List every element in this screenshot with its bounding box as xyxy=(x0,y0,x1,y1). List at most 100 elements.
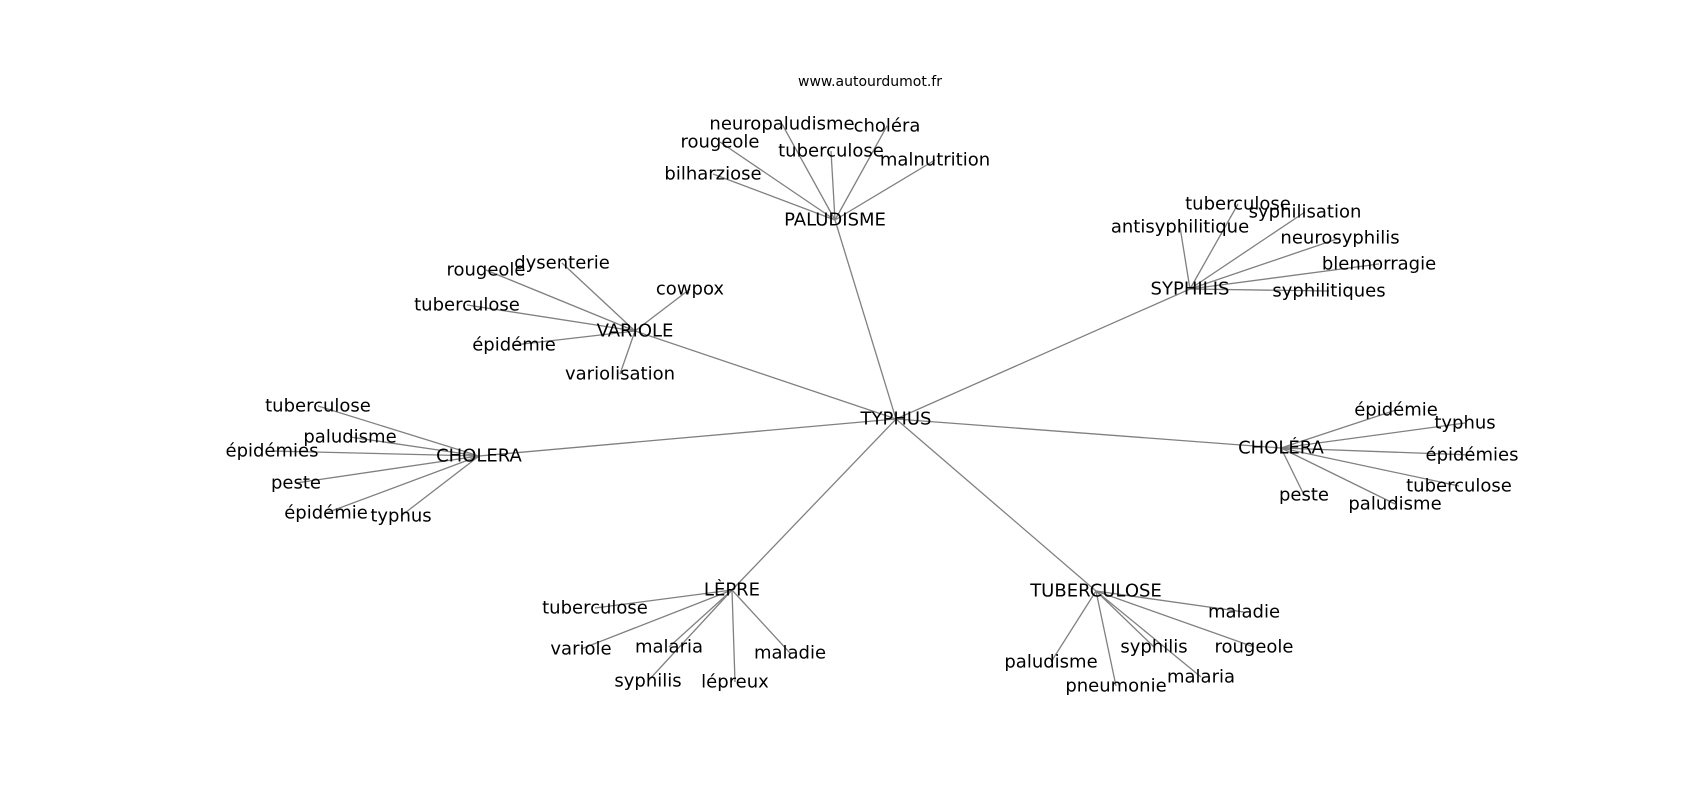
leaf-node-label: bilharziose xyxy=(664,164,761,185)
edge-hub-to-leaf xyxy=(619,330,636,375)
leaf-node-label: tuberculose xyxy=(1185,194,1291,215)
edge-hub-to-leaf xyxy=(325,455,480,514)
edge-hub-to-leaf xyxy=(1095,590,1255,648)
leaf-node-label: syphilisation xyxy=(1249,202,1362,223)
leaf-node-label: choléra xyxy=(854,116,921,137)
leaf-node-label: peste xyxy=(271,473,321,494)
edge-hub-to-leaf xyxy=(634,288,691,332)
edge-center-to-hub xyxy=(895,418,1097,592)
leaf-node-label: syphilis xyxy=(1120,637,1187,658)
hub-node-label: CHOLERA xyxy=(436,446,522,467)
watermark: www.autourdumot.fr xyxy=(798,74,942,90)
graph-edges xyxy=(271,123,1473,687)
edge-hub-to-leaf xyxy=(1189,263,1380,290)
edge-center-to-hub xyxy=(895,288,1191,420)
edge-hub-to-leaf xyxy=(513,330,636,346)
leaf-node-label: neuropaludisme xyxy=(709,114,854,135)
edge-hub-to-leaf xyxy=(1189,288,1330,292)
leaf-node-label: typhus xyxy=(1434,413,1495,434)
edge-hub-to-leaf xyxy=(1179,226,1191,290)
edge-hub-to-leaf xyxy=(1095,590,1155,648)
edge-hub-to-leaf xyxy=(647,589,733,682)
edge-hub-to-leaf xyxy=(1280,422,1466,449)
edge-hub-to-leaf xyxy=(834,125,888,221)
leaf-node-label: rougeole xyxy=(680,132,759,153)
edge-hub-to-leaf xyxy=(317,405,480,457)
edge-hub-to-leaf xyxy=(731,589,791,654)
leaf-node-label: épidémies xyxy=(1426,445,1519,466)
edge-center-to-hub xyxy=(634,330,897,420)
edge-hub-to-leaf xyxy=(1095,590,1245,613)
leaf-node-label: maladie xyxy=(754,643,826,664)
edge-hub-to-leaf xyxy=(1189,211,1306,290)
center-node-label: TYPHUS xyxy=(860,409,932,430)
leaf-node-label: cowpox xyxy=(656,279,725,300)
edge-hub-to-leaf xyxy=(1280,447,1473,456)
hub-node-label: TUBERCULOSE xyxy=(1029,581,1162,602)
leaf-node-label: malnutrition xyxy=(880,150,990,171)
leaf-node-label: variolisation xyxy=(565,364,675,385)
edge-hub-to-leaf xyxy=(1095,590,1117,687)
leaf-node-label: paludisme xyxy=(303,427,396,448)
hub-node-label: VARIOLE xyxy=(597,321,674,342)
leaf-node-label: neurosyphilis xyxy=(1280,228,1399,249)
edge-hub-to-leaf xyxy=(1280,409,1397,449)
leaf-node-label: épidémie xyxy=(1354,400,1438,421)
edge-hub-to-leaf xyxy=(561,262,636,332)
hub-node-label: SYPHILIS xyxy=(1151,279,1230,300)
leaf-node-label: tuberculose xyxy=(1406,476,1512,497)
edge-hub-to-leaf xyxy=(830,150,836,221)
edge-hub-to-leaf xyxy=(1189,237,1341,290)
leaf-node-label: épidémie xyxy=(472,335,556,356)
leaf-node-label: tuberculose xyxy=(778,141,884,162)
leaf-node-label: blennorragie xyxy=(1322,254,1436,275)
edge-hub-to-leaf xyxy=(668,589,733,648)
edge-hub-to-leaf xyxy=(731,589,736,683)
leaf-node-label: syphilitiques xyxy=(1272,281,1385,302)
edge-hub-to-leaf xyxy=(580,589,733,650)
leaf-node-label: syphilis xyxy=(614,671,681,692)
leaf-node-label: rougeole xyxy=(1214,637,1293,658)
edge-hub-to-leaf xyxy=(1189,203,1239,290)
leaf-node-label: épidémies xyxy=(226,441,319,462)
edge-hub-to-leaf xyxy=(1050,590,1097,663)
leaf-node-label: peste xyxy=(1279,485,1329,506)
leaf-node-label: paludisme xyxy=(1348,494,1441,515)
hub-node-label: PALUDISME xyxy=(784,210,886,231)
edge-center-to-hub xyxy=(895,418,1282,449)
leaf-node-label: antisyphilitique xyxy=(1111,217,1249,238)
leaf-node-label: dysenterie xyxy=(514,253,610,274)
edge-center-to-hub xyxy=(478,418,897,457)
leaf-node-label: tuberculose xyxy=(414,295,520,316)
leaf-node-label: tuberculose xyxy=(542,598,648,619)
edge-hub-to-leaf xyxy=(400,455,480,517)
edge-hub-to-leaf xyxy=(834,159,936,221)
edge-center-to-hub xyxy=(834,219,897,420)
edge-hub-to-leaf xyxy=(349,436,480,457)
leaf-node-label: malaria xyxy=(635,637,703,658)
edge-hub-to-leaf xyxy=(1280,447,1396,505)
leaf-node-label: paludisme xyxy=(1004,652,1097,673)
edge-hub-to-leaf xyxy=(1280,447,1460,487)
edge-hub-to-leaf xyxy=(271,450,480,457)
edge-hub-to-leaf xyxy=(295,455,480,484)
hub-node-label: CHOLÉRA xyxy=(1238,437,1324,459)
leaf-node-label: typhus xyxy=(370,506,431,527)
leaf-node-label: variole xyxy=(550,639,611,660)
edge-hub-to-leaf xyxy=(781,123,836,221)
edge-center-to-hub xyxy=(731,418,897,591)
leaf-node-label: rougeole xyxy=(446,260,525,281)
leaf-node-label: lépreux xyxy=(701,672,769,693)
leaf-node-label: épidémie xyxy=(284,503,368,524)
leaf-node-label: malaria xyxy=(1167,667,1235,688)
edge-hub-to-leaf xyxy=(1095,590,1202,678)
edge-hub-to-leaf xyxy=(1280,447,1305,496)
leaf-node-label: maladie xyxy=(1208,602,1280,623)
edge-hub-to-leaf xyxy=(712,173,836,221)
hub-node-label: LÈPRE xyxy=(704,579,760,601)
edge-hub-to-leaf xyxy=(719,141,836,221)
edge-hub-to-leaf xyxy=(466,304,636,332)
edge-hub-to-leaf xyxy=(594,589,733,609)
